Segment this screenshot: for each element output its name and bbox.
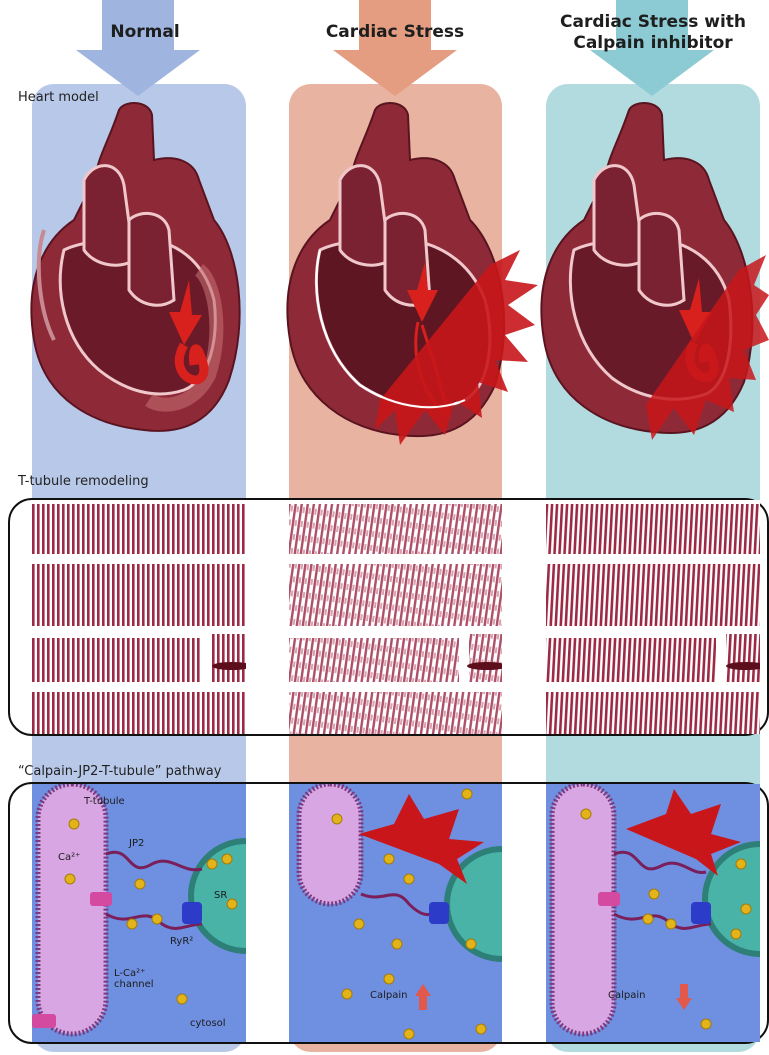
stress-down-arrow <box>333 0 457 96</box>
normal-down-arrow <box>76 0 200 96</box>
pathway-normal-panel <box>32 784 246 1042</box>
label-ryr: RyR² <box>170 936 193 947</box>
label-l-ca-channel: L-Ca²⁺ channel <box>114 968 154 990</box>
column-title-inhibitor: Cardiac Stress with Calpain inhibitor <box>540 12 766 54</box>
label-calpain-increase: Calpain <box>370 990 407 1001</box>
t-tubule-stress-panel <box>289 500 502 734</box>
section-label-t-tubule: T-tubule remodeling <box>18 474 149 489</box>
heart-inhibitor-illustration <box>534 100 769 460</box>
t-tubule-normal-panel <box>32 500 246 734</box>
column-title-normal: Normal <box>60 22 230 43</box>
label-calpain-decrease: Calpain <box>608 990 645 1001</box>
label-cytosol: cytosol <box>190 1018 226 1029</box>
label-jp2: JP2 <box>129 838 144 849</box>
label-ca-ion: Ca²⁺ <box>58 852 80 863</box>
section-label-pathway: “Calpain-JP2-T-tubule” pathway <box>18 764 221 779</box>
heart-normal-illustration <box>24 100 254 460</box>
pathway-inhibitor-panel <box>546 784 760 1042</box>
pathway-stress-panel <box>289 784 502 1042</box>
heart-stress-illustration <box>280 100 540 460</box>
label-sr: SR <box>214 890 227 901</box>
column-title-stress: Cardiac Stress <box>310 22 480 43</box>
label-t-tubule: T-tubule <box>84 796 125 807</box>
t-tubule-inhibitor-panel <box>546 500 760 734</box>
